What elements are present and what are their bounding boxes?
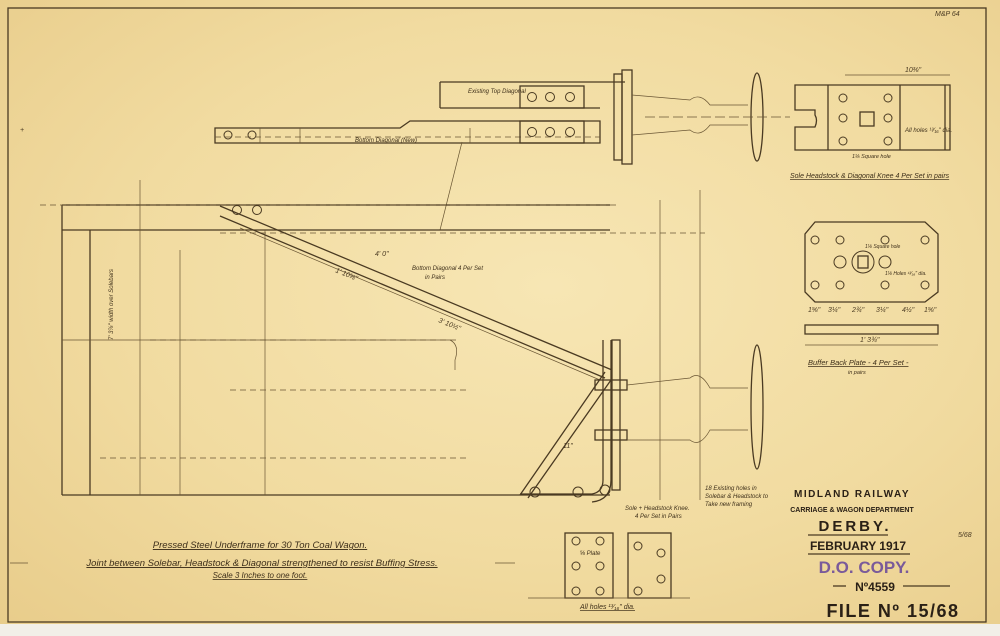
label-width-over-solebars: 7' 3⅞" width over Solebars: [109, 269, 115, 340]
dim-four-foot: 4' 0": [375, 251, 389, 258]
label-solebar-knee-pairs: 4 Per Set in Pairs: [635, 514, 682, 520]
dim: 3¼": [876, 307, 889, 314]
underframe-plan: 4' 0" Bottom Diagonal 4 Per Set in Pairs…: [40, 180, 769, 520]
label-plate: ⅝ Plate: [580, 551, 601, 557]
registration-mark: +: [20, 127, 24, 134]
buffer-overall-dim: 1' 3¾": [860, 337, 880, 344]
buffer-holes-note: 1⅛ Holes ¹³⁄₁₆" dia.: [885, 271, 927, 277]
knee-width-dim: 10⅜": [905, 67, 922, 74]
do-copy-stamp: D.O. COPY.: [819, 558, 910, 577]
pencil-note: 5/68: [958, 532, 972, 539]
label-solebar-knee: Sole + Headstock Knee.: [625, 506, 690, 512]
buffer-detail-subtitle: in pairs: [848, 370, 866, 376]
knee-detail-title: Sole Headstock & Diagonal Knee 4 Per Set…: [790, 173, 950, 180]
label-existing-holes-2: Solebar & Headstock to: [705, 494, 769, 500]
company-name: MIDLAND RAILWAY: [794, 489, 910, 500]
label-bottom-diagonal-pairs: in Pairs: [425, 275, 445, 281]
label-existing-top-diagonal: Existing Top Diagonal: [468, 89, 526, 95]
caption-scale: Scale 3 Inches to one foot.: [213, 571, 308, 580]
drawing-number: Nº4559: [855, 580, 895, 594]
dim: 4½": [902, 306, 915, 314]
dim: 1⅝": [924, 307, 937, 314]
label-bottom-diagonal-set: Bottom Diagonal 4 Per Set: [412, 266, 483, 272]
label-existing-holes: 18 Existing holes in: [705, 486, 757, 492]
dim: 2¾": [851, 307, 865, 314]
dim-diagonal-length: 3' 10½": [437, 316, 462, 332]
label-existing-holes-3: Take new framing: [705, 502, 753, 508]
detail-buffer-back-plate: 1⅛ Square hole 1⅛ Holes ¹³⁄₁₆" dia. 1⅝" …: [804, 221, 939, 376]
title-block: MIDLAND RAILWAY CARRIAGE & WAGON DEPARTM…: [790, 489, 972, 621]
caption-title: Pressed Steel Underframe for 30 Ton Coal…: [153, 540, 367, 551]
place-name: DERBY.: [818, 518, 891, 535]
buffer-detail-title: Buffer Back Plate - 4 Per Set -: [808, 358, 909, 367]
department-name: CARRIAGE & WAGON DEPARTMENT: [790, 507, 914, 514]
caption-subtitle: Joint between Solebar, Headstock & Diago…: [85, 558, 437, 569]
knee-square-hole-note: 1⅛ Square hole: [852, 154, 891, 160]
top-diagonal-assembly: Existing Top Diagonal Bottom Diagonal (N…: [214, 69, 790, 231]
buffer-plate-dims: 1⅝" 3¼" 2¾" 3¼" 4½" 1⅝": [808, 306, 937, 314]
detail-knee: 10⅜" All holes ¹³⁄₁₆" dia. 1⅛ Square hol…: [790, 67, 952, 180]
dim: 1⅝": [808, 307, 821, 314]
file-number: FILE Nº 15/68: [826, 601, 959, 621]
knee-plates-detail: ⅝ Plate All holes ¹³⁄₁₆" dia.: [528, 532, 690, 611]
dim-eleven-inch: 11": [563, 443, 573, 450]
dim: 3¼": [828, 307, 841, 314]
scan-margin: [0, 624, 1000, 636]
label-all-holes-bottom: All holes ¹³⁄₁₆" dia.: [579, 604, 635, 611]
buffer-square-hole-note: 1⅛ Square hole: [865, 244, 901, 250]
drawing-captions: Pressed Steel Underframe for 30 Ton Coal…: [10, 540, 515, 580]
knee-holes-note: All holes ¹³⁄₁₆" dia.: [904, 128, 952, 134]
sheet-border: [7, 7, 987, 623]
drawing-date: FEBRUARY 1917: [810, 539, 906, 553]
label-bottom-diagonal-new: Bottom Diagonal (New): [355, 138, 417, 144]
corner-note: M&P 64: [935, 11, 960, 18]
